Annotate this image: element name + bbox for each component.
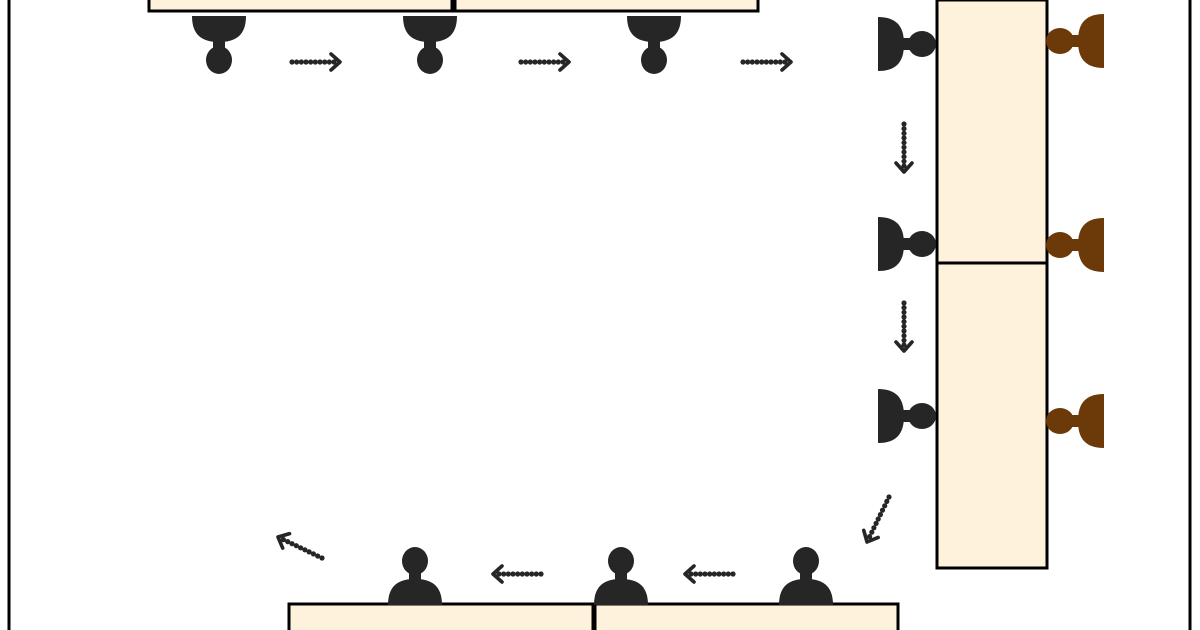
- arrow-corner: [861, 494, 892, 544]
- right-outer-person-1: [1046, 14, 1104, 68]
- bottom-right-table: [593, 602, 900, 630]
- arrow-bottom-2: [683, 564, 736, 584]
- arrow-top-2: [518, 52, 571, 72]
- top-left-table: [147, 0, 454, 13]
- top-right-table: [453, 0, 760, 13]
- bottom-left-table: [287, 602, 595, 630]
- right-lower-table: [935, 261, 1049, 570]
- top-person-1: [192, 16, 246, 74]
- top-person-3: [627, 16, 681, 74]
- arrow-top-3: [740, 52, 793, 72]
- bottom-person-2: [594, 547, 648, 605]
- right-upper-table: [935, 0, 1049, 265]
- arrow-top-1: [289, 52, 342, 72]
- arrow-right-2: [894, 300, 914, 353]
- right-outer-person-3: [1046, 394, 1104, 448]
- right-inner-person-1: [878, 17, 936, 71]
- arrow-bottom-3: [276, 531, 325, 561]
- bottom-person-3: [779, 547, 833, 605]
- right-outer-person-2: [1046, 218, 1104, 272]
- right-inner-person-2: [878, 217, 936, 271]
- top-person-2: [403, 16, 457, 74]
- arrow-right-1: [894, 121, 914, 174]
- bottom-person-1: [388, 547, 442, 605]
- arrow-bottom-1: [491, 564, 544, 584]
- right-inner-person-3: [878, 389, 936, 443]
